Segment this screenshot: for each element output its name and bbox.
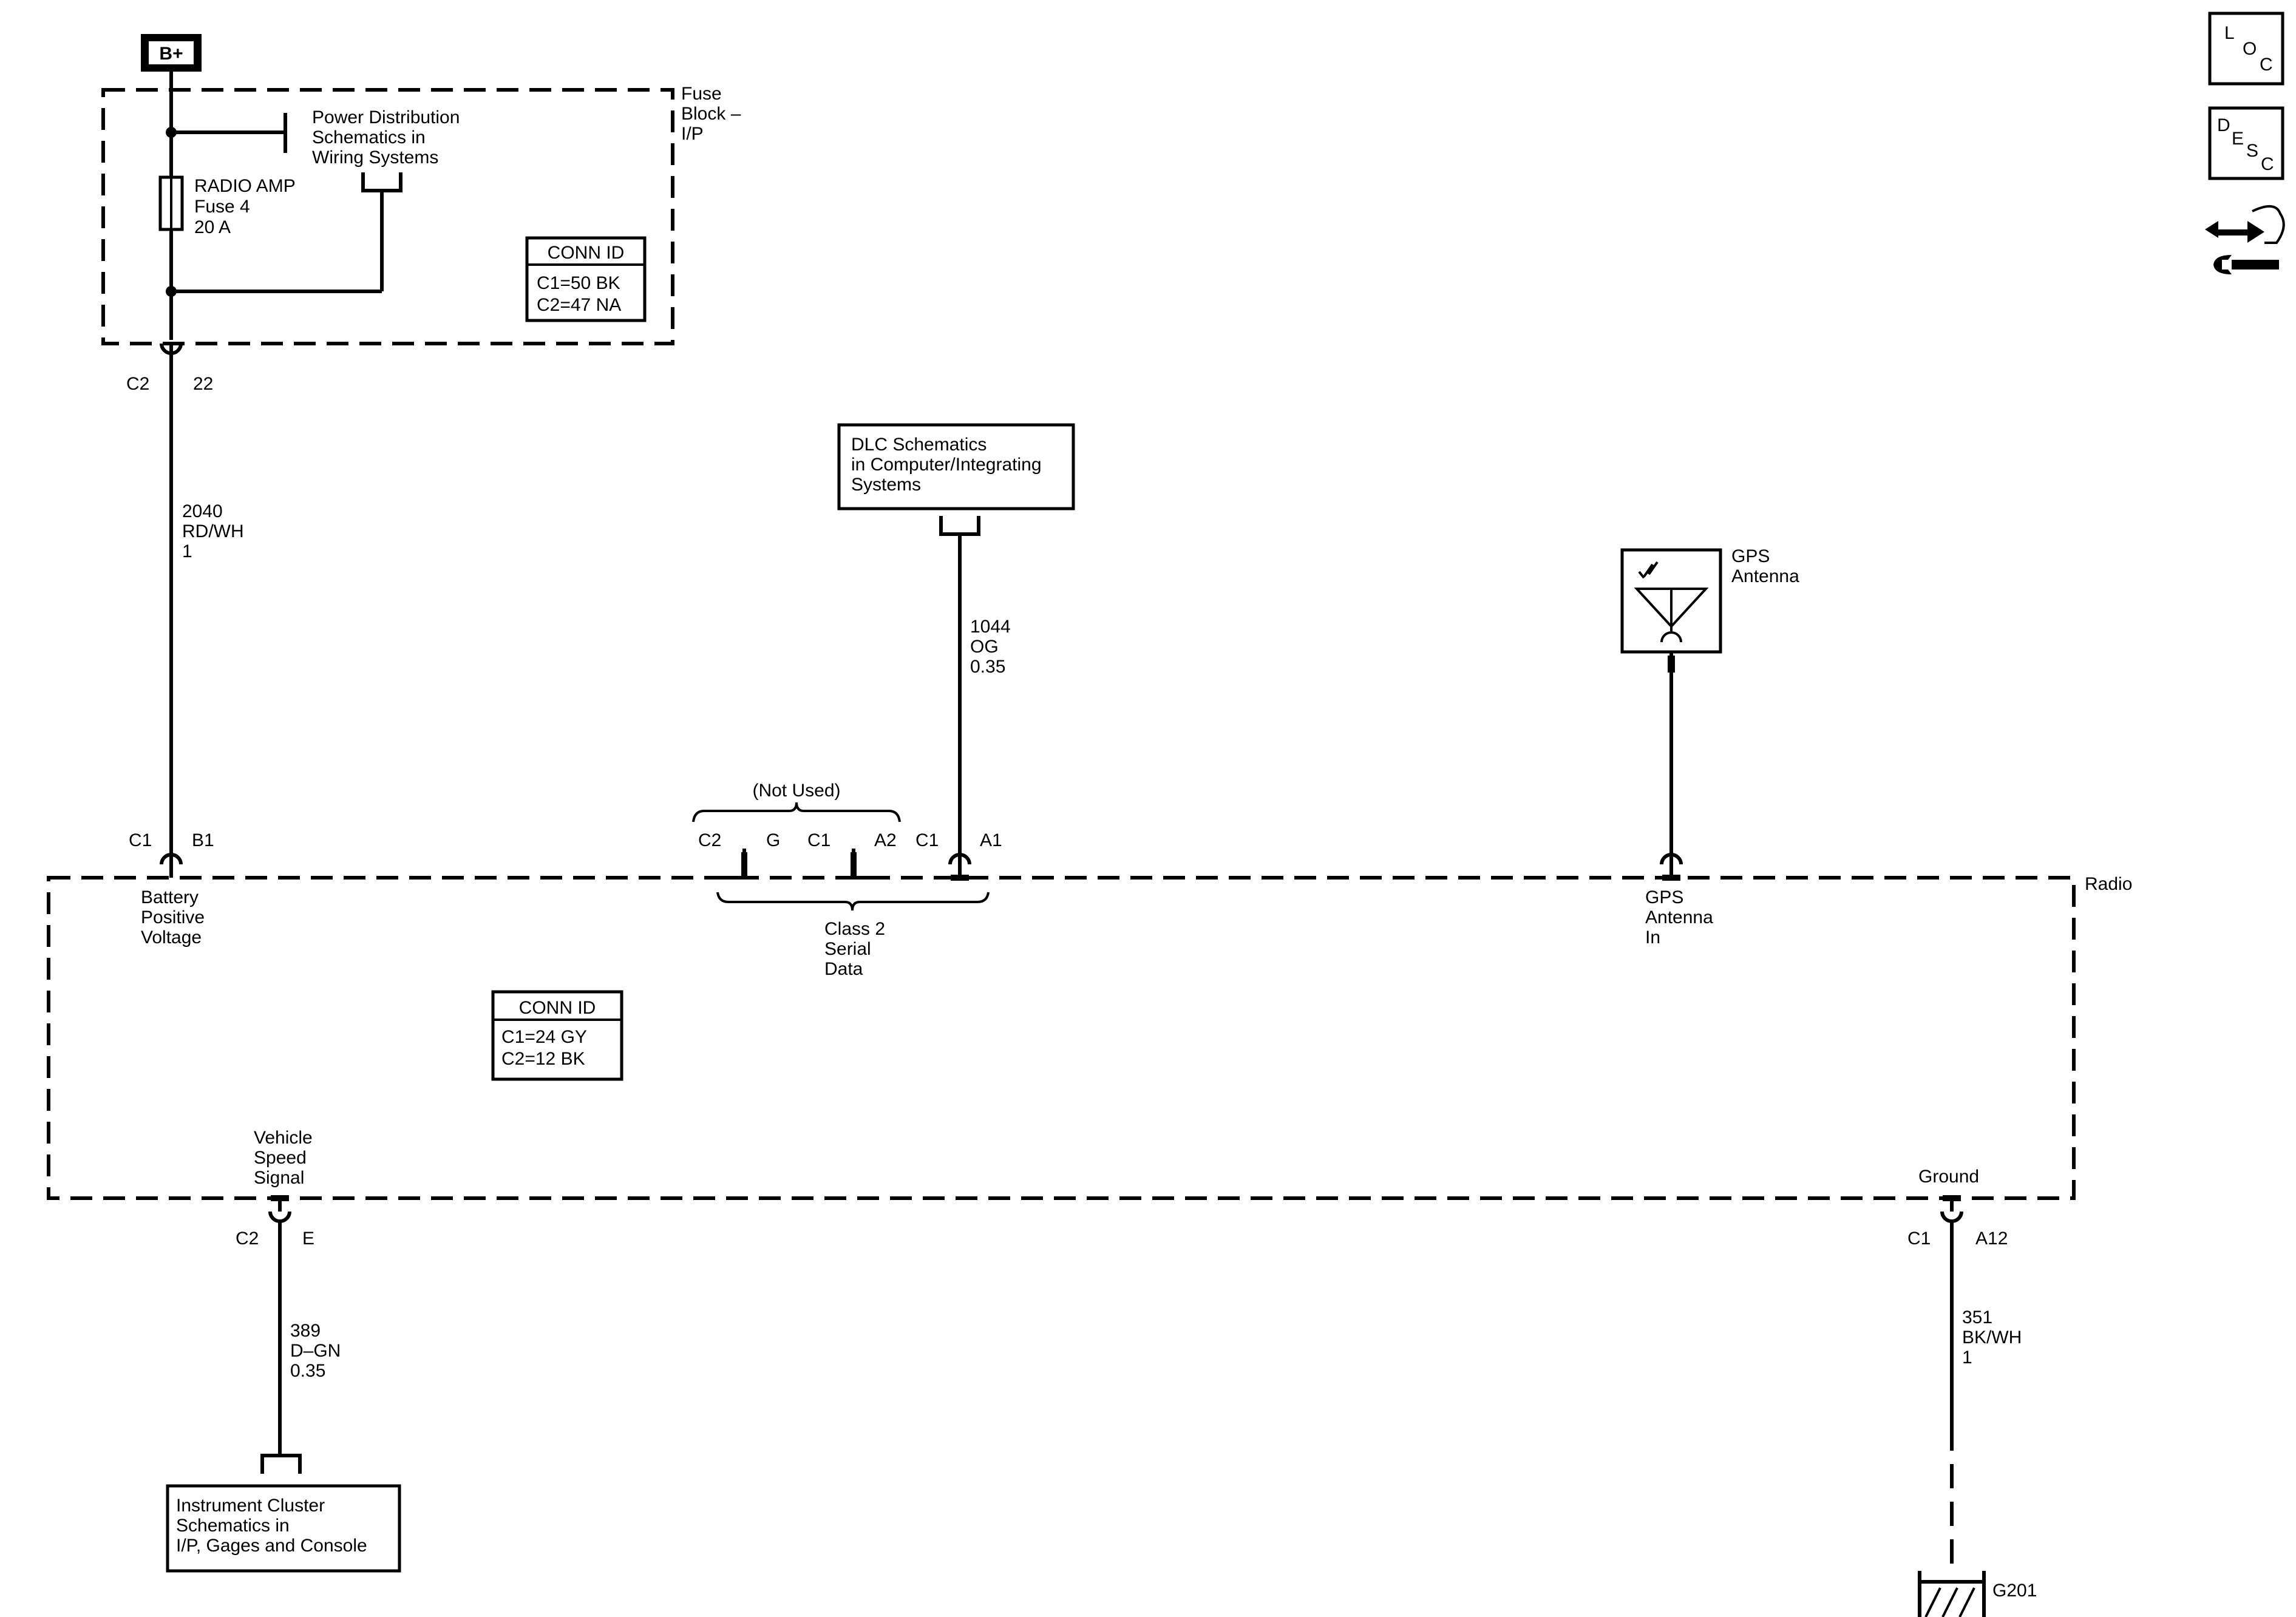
radio-module: Radio C1 B1 Battery Positive Voltage (No… <box>47 781 2132 1249</box>
pin-a1: A1 <box>980 830 1002 850</box>
vehicle-speed-signal-label: Vehicle Speed Signal <box>254 1128 318 1188</box>
svg-text:C: C <box>2260 55 2273 75</box>
svg-text:L: L <box>2224 23 2235 43</box>
fuse-block-title: Fuse Block – I/P <box>681 84 746 144</box>
radio-title: Radio <box>2085 874 2132 894</box>
dlc-schematics-reference: DLC Schematics in Computer/Integrating S… <box>837 423 1075 855</box>
fuse-block-connector-id: C2 <box>126 374 149 394</box>
svg-text:O: O <box>2243 39 2257 59</box>
ground-symbol-g201: G201 <box>1918 1571 2037 1617</box>
radio-battery-connector-id: C1 <box>129 830 152 850</box>
fuse-block-pin: 22 <box>193 374 213 394</box>
conn-id-c1: C1=50 BK <box>537 273 620 293</box>
class-2-serial-data-label: Class 2 Serial Data <box>824 919 890 979</box>
svg-text:D: D <box>2217 115 2230 135</box>
location-icon[interactable]: L O C <box>2208 12 2284 86</box>
pin-g: G <box>766 830 780 850</box>
dlc-label: DLC Schematics in Computer/Integrating S… <box>851 435 1047 495</box>
battery-supply: B+ <box>141 34 202 90</box>
vss-pin-connector <box>268 1211 291 1223</box>
instrument-cluster-connector <box>260 1454 302 1474</box>
wire-label-1044: 1044 OG 0.35 <box>970 617 1016 677</box>
repair-icon[interactable] <box>2205 205 2285 274</box>
svg-text:C: C <box>2261 154 2274 174</box>
wire-label-351: 351 BK/WH 1 <box>1962 1307 2027 1368</box>
conn-id-c2: C2=47 NA <box>537 295 621 315</box>
svg-text:S: S <box>2246 141 2258 161</box>
not-used-label: (Not Used) <box>752 781 840 801</box>
vss-pin: E <box>302 1229 314 1249</box>
battery-positive-voltage-label: Battery Positive Voltage <box>141 887 209 947</box>
ground-wire: 351 BK/WH 1 <box>1950 1221 2027 1570</box>
pin-c1: C1 <box>807 830 830 850</box>
vss-wire: 389 D–GN 0.35 <box>260 1221 346 1474</box>
fuse-label: RADIO AMP Fuse 4 20 A <box>194 176 301 237</box>
conn-id-header: CONN ID <box>548 243 625 263</box>
svg-text:E: E <box>2232 129 2244 149</box>
vss-connector-id: C2 <box>236 1229 259 1249</box>
battery-feed-wire: 2040 RD/WH 1 <box>169 370 249 855</box>
ground-pin: A12 <box>1975 1229 2008 1249</box>
fuse-block-conn-id-table: CONN ID C1=50 BK C2=47 NA <box>525 236 647 322</box>
fuse-block: Fuse Block – I/P Power Distribution Sche… <box>101 84 746 394</box>
conn-id-header: CONN ID <box>519 998 596 1018</box>
wire-label-2040: 2040 RD/WH 1 <box>182 501 249 561</box>
instrument-cluster-reference: Instrument Cluster Schematics in I/P, Ga… <box>166 1484 401 1573</box>
radio-battery-pin: B1 <box>192 830 214 850</box>
gps-antenna-in-label: GPS Antenna In <box>1645 887 1718 947</box>
ground-connector-id: C1 <box>1907 1229 1931 1249</box>
gps-antenna: GPS Antenna <box>1620 546 1799 855</box>
radio-ground-label: Ground <box>1918 1167 1979 1187</box>
battery-label: B+ <box>159 44 183 64</box>
pin-c1-b: C1 <box>915 830 939 850</box>
pin-a2: A2 <box>874 830 897 850</box>
conn-id-c1: C1=24 GY <box>501 1027 587 1047</box>
wire-label-389: 389 D–GN 0.35 <box>290 1321 346 1381</box>
description-icon[interactable]: D E S C <box>2208 106 2284 180</box>
gps-antenna-label: GPS Antenna <box>1731 546 1799 586</box>
conn-id-c2: C2=12 BK <box>501 1049 585 1069</box>
ground-ref-label: G201 <box>1992 1581 2037 1601</box>
instrument-cluster-label: Instrument Cluster Schematics in I/P, Ga… <box>176 1496 367 1556</box>
ground-pin-connector <box>1940 1211 1963 1223</box>
power-distribution-label: Power Distribution Schematics in Wiring … <box>312 107 465 168</box>
power-distribution-connector <box>361 172 402 192</box>
dlc-connector <box>939 516 980 536</box>
pin-c2: C2 <box>698 830 721 850</box>
radio-conn-id-table: CONN ID C1=24 GY C2=12 BK <box>491 990 623 1081</box>
